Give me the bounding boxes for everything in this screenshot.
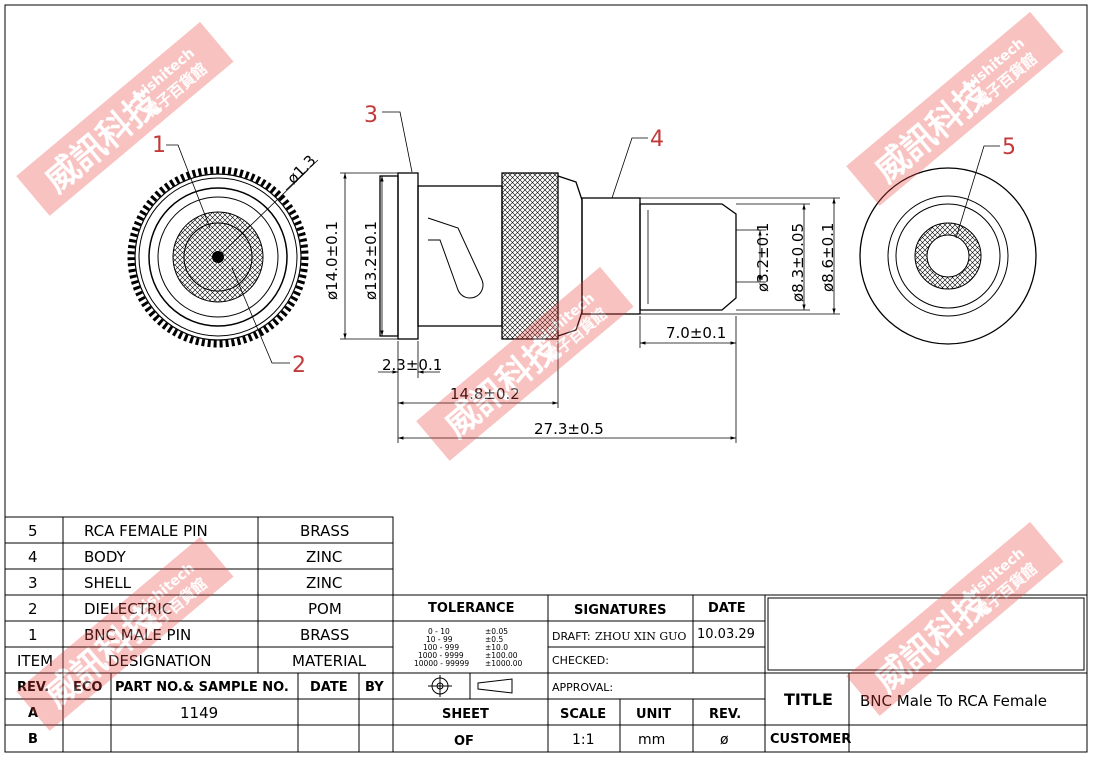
part-number: 1149 [180,704,218,722]
checked-label: CHECKED: [552,654,609,667]
title-label: TITLE [784,690,833,709]
dim-d86: ø8.6±0.1 [819,223,837,292]
bom-row-1-item: 5 [28,522,38,540]
of-label: OF [454,734,474,749]
drawing-title: BNC Male To RCA Female [860,692,1047,710]
tol-range-5: 10000 - 99999 [414,659,469,668]
bom-header-item: ITEM [17,652,53,670]
watermark-band [16,21,234,216]
tolerance-title: TOLERANCE [428,601,514,616]
bom-row-1-designation: RCA FEMALE PIN [84,522,208,540]
bom-row-1-material: BRASS [300,522,349,540]
knurl-ring [127,166,309,348]
watermark-main: 威訊科技 [37,83,167,201]
dim-d13: ø1.3 [284,151,320,187]
bom-row-4-item: 2 [28,600,38,618]
dim-d83: ø8.3±0.05 [789,223,807,302]
bom-row-3-material: ZINC [306,574,342,592]
tol-range-1: 0 - 10 [428,627,450,636]
rev-header-by: BY [365,680,384,695]
balloon-1: 1 [152,133,166,158]
side-dimensions [340,172,840,443]
dim-l273: 27.3±0.5 [534,420,604,438]
tol-value-5: ±1000.00 [485,659,523,668]
rev-header-eco: ECO [73,680,102,695]
tol-value-1: ±0.05 [485,627,508,636]
bom-row-4-material: POM [308,600,342,618]
bom-row-4-designation: DIELECTRIC [84,600,172,618]
balloon-5: 5 [1002,135,1016,160]
watermark-2: 威訊科技 wishitech 電子百貨館 [846,11,1064,206]
unit-label: UNIT [636,707,671,722]
dim-l148: 14.8±0.2 [450,385,520,403]
signatures-title: SIGNATURES [574,603,666,618]
knurled-nut [501,172,559,340]
rev-value: ø [720,732,729,748]
draft-label: DRAFT: [552,630,591,643]
tol-range-3: 100 - 999 [423,643,459,652]
bom-row-2-designation: BODY [84,548,127,566]
sheet-label: SHEET [442,707,489,722]
balloon-2: 2 [292,353,306,378]
bom-row-2-material: ZINC [306,548,342,566]
date-header: DATE [708,601,746,616]
customer-label: CUSTOMER [770,732,851,747]
unit-value: mm [638,732,665,748]
dim-d32: ø3.2±0.1 [754,223,772,292]
balloon-4: 4 [650,127,664,152]
right-end-view [859,167,1037,345]
watermarks: 威訊科技 wishitech 電子百貨館 威訊科技 wishitech 電子百貨… [16,11,1064,731]
rev-row-b: B [28,732,38,747]
draft-name: ZHOU XIN GUO [595,630,686,643]
draft-date: 10.03.29 [697,627,755,642]
scale-label: SCALE [560,707,606,722]
balloon-3: 3 [364,103,378,128]
projection-symbol [428,675,513,697]
rev-table [4,672,394,753]
dim-l70: 7.0±0.1 [666,324,726,342]
svg-text:威訊科技: 威訊科技 [867,583,997,701]
bom-table [4,516,394,674]
bom-header-designation: DESIGNATION [108,652,212,670]
rev-header-part: PART NO.& SAMPLE NO. [115,680,289,695]
bom-row-3-designation: SHELL [84,574,132,592]
left-end-view [127,159,319,348]
bom-row-2-item: 4 [28,548,38,566]
bom-row-5-item: 1 [28,626,38,644]
bom-row-5-material: BRASS [300,626,349,644]
tol-value-3: ±10.0 [485,643,508,652]
watermark-5: 威訊科技 wishitech 電子百貨館 [846,521,1064,716]
dim-d132: ø13.2±0.1 [362,221,380,300]
scale-value: 1:1 [572,732,595,748]
rev-header-rev: REV. [17,680,49,695]
bom-row-5-designation: BNC MALE PIN [84,626,191,644]
tol-range-4: 1000 - 9999 [418,651,464,660]
rev-label: REV. [709,707,741,722]
tol-range-2: 10 - 99 [426,635,453,644]
side-view [379,172,737,340]
tol-value-4: ±100.00 [485,651,518,660]
tol-value-2: ±0.5 [485,635,503,644]
rev-header-date: DATE [310,680,348,695]
watermark-1: 威訊科技 wishitech 電子百貨館 [16,21,234,216]
rev-row-a: A [28,706,38,721]
approval-label: APPROVAL: [552,681,613,694]
bom-row-3-item: 3 [28,574,38,592]
dim-l23: 2.3±0.1 [382,356,442,374]
bom-header-material: MATERIAL [292,652,367,670]
title-block-grid [392,594,1087,753]
dim-d14: ø14.0±0.1 [323,221,341,300]
